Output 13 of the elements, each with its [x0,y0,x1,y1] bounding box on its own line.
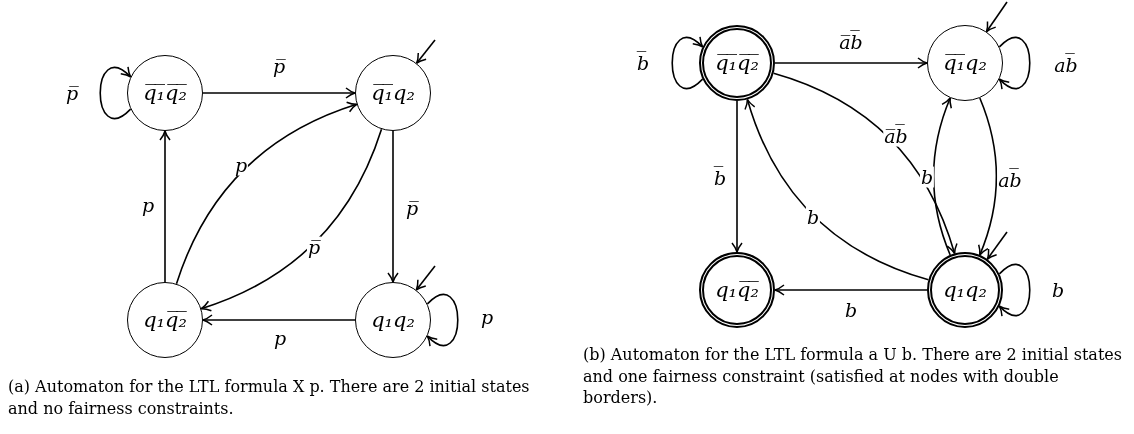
figure-caption: (a) Automaton for the LTL formula X p. There are 2 initial states and no fairness constraints. [8,376,531,420]
accepting-state-circle: q₁q₂ [927,252,1003,328]
accepting-state-circle: q₁q̅₂̅ [699,252,775,328]
state-circle: q₁q̅₂̅ [127,282,203,358]
state-circle: q̅₁̅q₂ [355,55,431,131]
edge-label: b [919,166,935,188]
edge-label: p̅ [306,236,322,258]
accepting-state-circle: q̅₁̅q̅₂̅ [699,25,775,101]
edge-label: a̅b̅ [883,125,909,147]
figure-caption: (b) Automaton for the LTL formula a U b. There are 2 initial states and one fairness constraint (satisfied at nodes with double borders). [583,344,1123,409]
state-circle: q₁q₂ [355,282,431,358]
state-circle: q̅₁̅q̅₂̅ [127,55,203,131]
state-circle: q̅₁̅q₂ [927,25,1003,101]
